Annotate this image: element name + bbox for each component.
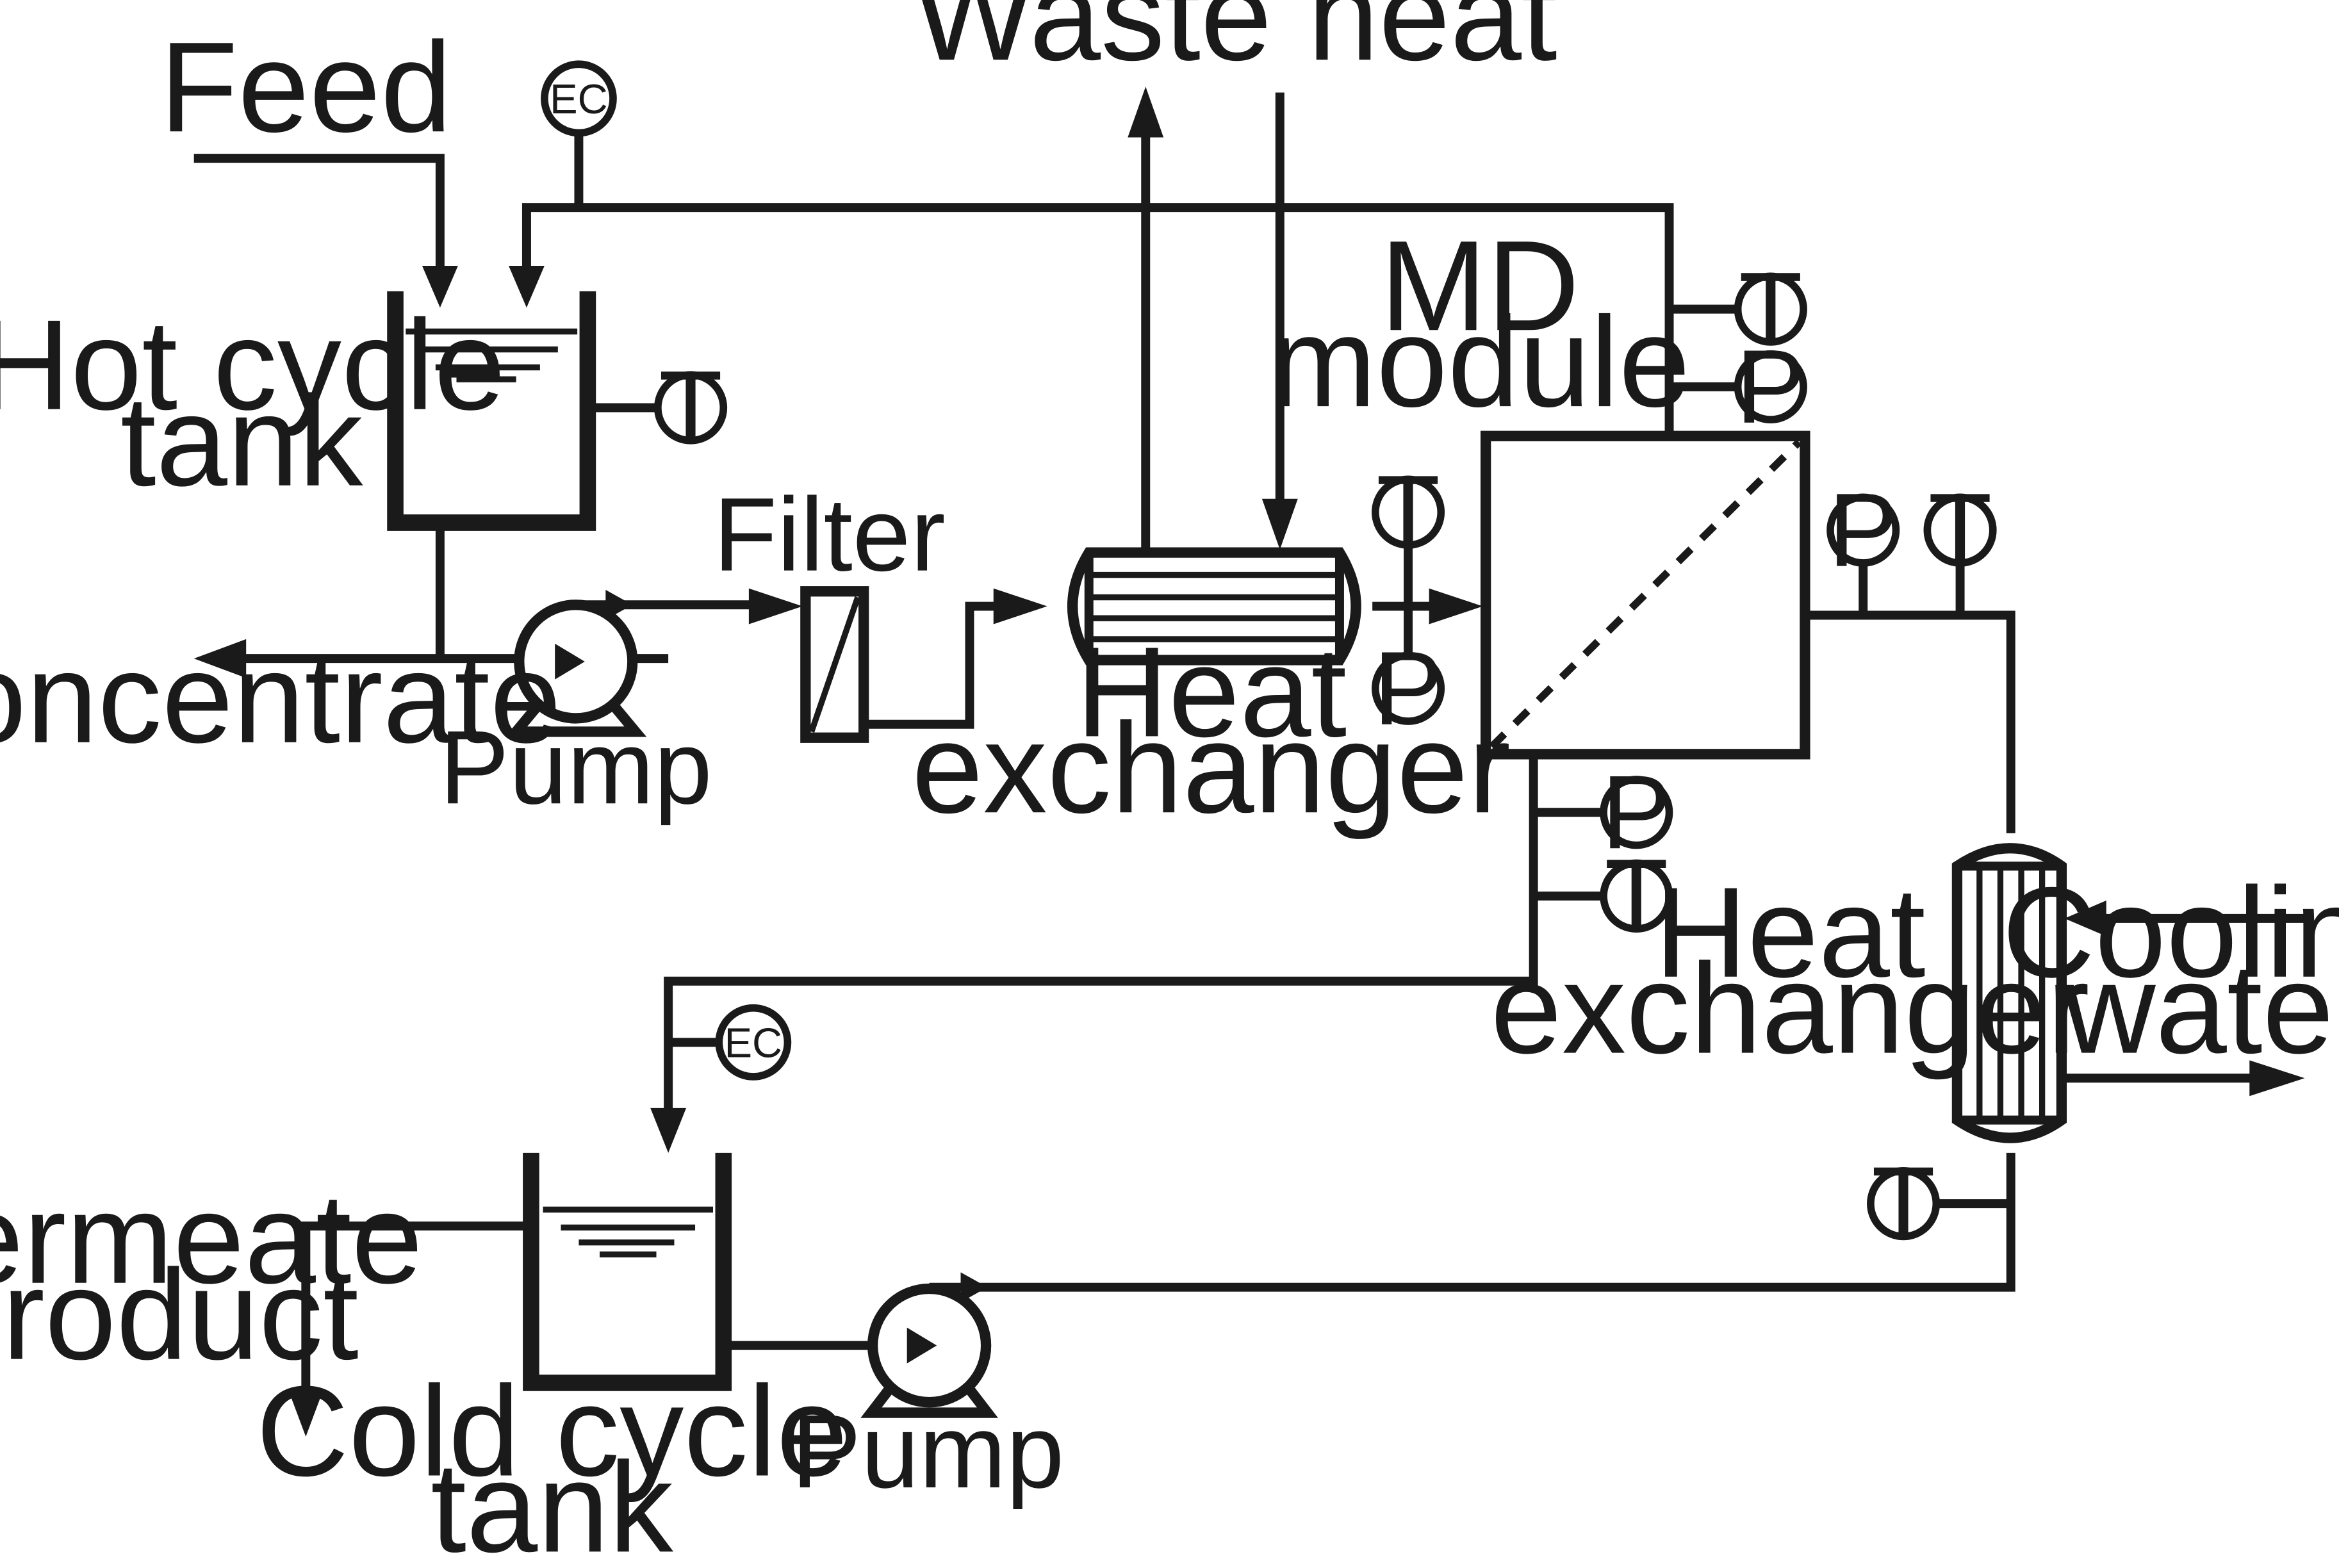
- cold-pump-label: Pump: [791, 1392, 1064, 1510]
- md-module-label-line2: module: [1269, 291, 1690, 434]
- t-hx-out-label: T: [1376, 453, 1440, 571]
- p-md-out-label: P: [1828, 471, 1898, 589]
- cold-pump-discharge-arrow: [960, 1272, 988, 1303]
- ec-bottom-label: EC: [725, 1020, 783, 1066]
- ec-top-sensor: EC: [541, 60, 617, 137]
- md-module-label-line1: MD: [1380, 215, 1579, 357]
- t-md-in-top-label: T: [1739, 250, 1803, 367]
- feed-label: Feed: [160, 16, 452, 159]
- hot-pump-impeller-arrow: [555, 643, 585, 680]
- t-hot-tank-sensor: T: [654, 348, 728, 466]
- p-md-out-sensor: P: [1826, 471, 1900, 589]
- hot-hx-label-line1: Heat: [1076, 621, 1347, 764]
- waste-heat-in-arrow: [1261, 498, 1298, 550]
- feed-line: [193, 154, 445, 277]
- permeate-label-line2: product: [0, 1243, 359, 1386]
- ec-top-label: EC: [550, 76, 608, 122]
- t-md-in-top-sensor: T: [1734, 250, 1807, 368]
- cold-cycle-tank: [523, 1152, 732, 1391]
- cold-heat-exchanger: [1951, 843, 2067, 1143]
- p-md-bottom-sensor: P: [1600, 753, 1673, 870]
- concentrate-label: Concentrate: [0, 627, 561, 770]
- permeate-line: [301, 1221, 525, 1396]
- instrument-stems: [587, 304, 2011, 1209]
- p-hx-out-sensor: P: [1372, 630, 1445, 747]
- cold-pump-impeller-arrow: [907, 1327, 937, 1364]
- filter-in-arrow: [748, 588, 803, 625]
- cold-hx-label-line2: exchanger: [1491, 938, 2090, 1081]
- waste-heat-out-arrow: [1128, 86, 1164, 138]
- waste-heat-label: Waste heat: [913, 0, 1557, 87]
- hx-in-arrow: [993, 588, 1047, 625]
- permeate-arrow: [288, 1389, 324, 1437]
- cold-hx-to-pump-line: [977, 1152, 2015, 1292]
- p-md-in-top-sensor: P: [1734, 328, 1807, 445]
- t-md-bottom-sensor: T: [1600, 837, 1673, 954]
- hot-hx-label-line2: exchanger: [912, 697, 1511, 840]
- cold-tank-body: [523, 1152, 732, 1391]
- t-hot-tank-label: T: [659, 348, 723, 466]
- cold-tank-label-line1: Cold cycle: [256, 1360, 848, 1503]
- md-in-arrow: [1429, 588, 1483, 625]
- hot-tank-label-line2: tank: [120, 370, 363, 513]
- cooling-water-label-line1: Cooling: [2002, 862, 2339, 1004]
- p-md-bottom-label: P: [1602, 753, 1671, 870]
- cold-pump: [860, 1272, 998, 1418]
- hot-tank-label-line1: Hot cycle: [0, 294, 505, 437]
- permeate-label-line1: Permeate: [0, 1168, 423, 1311]
- t-cold-hx-label: T: [1871, 1145, 1935, 1262]
- t-hx-out-sensor: T: [1372, 453, 1445, 571]
- filter: [800, 586, 869, 743]
- recycle-arrow: [508, 265, 545, 308]
- hot-pump-label: Pump: [439, 708, 712, 826]
- md-membrane: [1489, 439, 1802, 749]
- recycle-line: [521, 203, 1674, 436]
- t-md-out-label: T: [1928, 471, 1992, 589]
- filter-media: [808, 596, 861, 733]
- md-to-cold-hx-line: [1805, 610, 2015, 833]
- p-hx-out-label: P: [1374, 630, 1443, 747]
- filter-to-hx-line: [865, 601, 997, 729]
- t-md-bottom-label: T: [1605, 837, 1669, 954]
- hot-pump: [505, 589, 647, 737]
- md-module: [1480, 430, 1810, 760]
- filter-label: Filter: [714, 476, 946, 593]
- cold-tank-label-line2: tank: [431, 1436, 673, 1568]
- cold-tank-in-arrow: [650, 1107, 687, 1153]
- p-md-in-top-label: P: [1736, 328, 1806, 445]
- t-cold-hx-sensor: T: [1867, 1145, 1941, 1262]
- cooling-water-in-arrow: [2064, 900, 2106, 936]
- feed-arrow: [422, 265, 458, 308]
- t-md-out-sensor: T: [1923, 471, 1997, 589]
- flow-arrows: [193, 86, 2305, 1437]
- cold-hx-label-line1: Heat: [1655, 862, 1926, 1004]
- hot-pump-discharge-arrow: [605, 589, 633, 620]
- concentrate-arrow: [193, 639, 247, 678]
- cooling-water-out-arrow: [2249, 1060, 2305, 1097]
- ec-bottom-sensor: EC: [715, 1004, 792, 1081]
- hot-heat-exchanger: [1067, 547, 1361, 666]
